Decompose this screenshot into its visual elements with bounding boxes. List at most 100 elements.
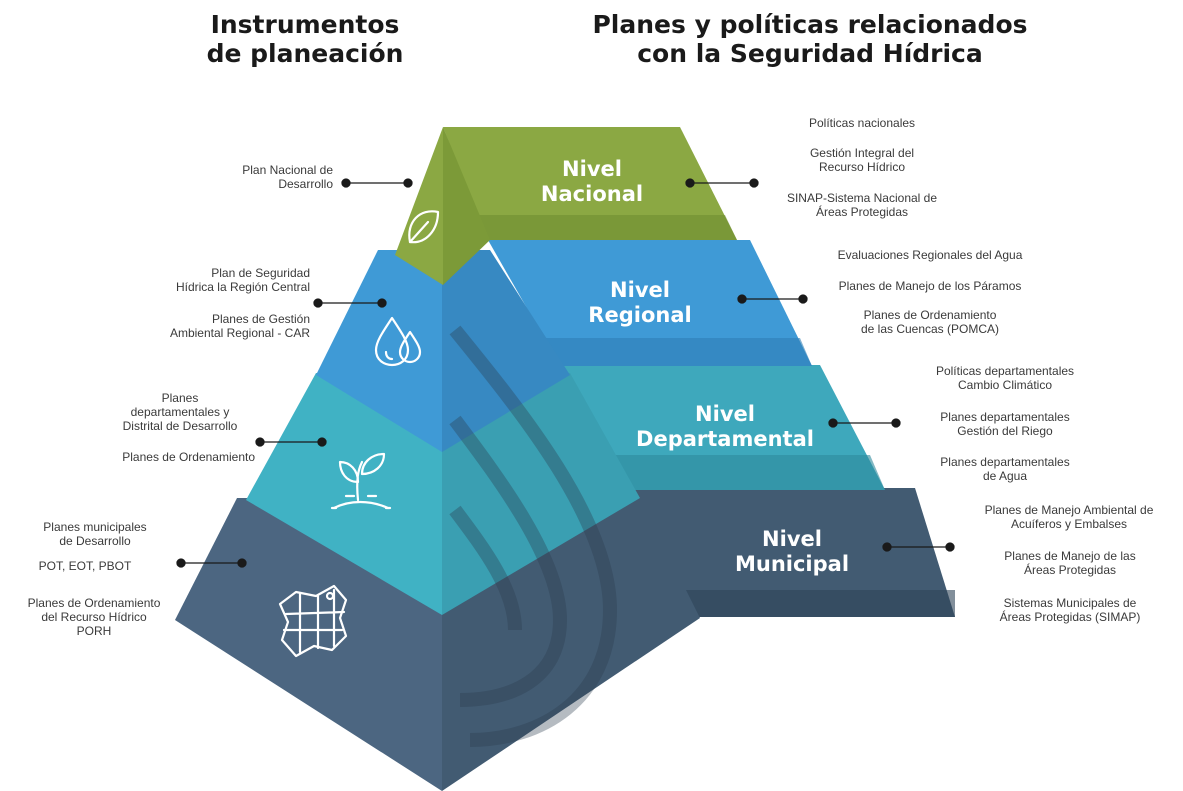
label-line: Plan de Seguridad: [211, 266, 310, 280]
level-name-nacional: Nivel Nacional: [512, 157, 672, 207]
label-line: Planes: [161, 391, 199, 405]
municipal-band-shadow: [628, 590, 955, 617]
left-heading-line: de planeación: [206, 39, 404, 68]
right-item: Planes de Ordenamiento de las Cuencas (P…: [830, 308, 1030, 336]
label-line: Evaluaciones Regionales del Agua: [837, 248, 1023, 262]
level-name-line: Nivel: [695, 402, 755, 426]
departamental-band-shadow: [560, 455, 885, 490]
label-line: Ambiental Regional - CAR: [169, 326, 310, 340]
nacional-right-face: [443, 127, 490, 285]
right-item: Gestión Integral del Recurso Hídrico: [762, 146, 962, 174]
left-heading-line: Instrumentos: [210, 10, 400, 39]
water-drops-icon: [374, 316, 422, 367]
left-item: POT, EOT, PBOT: [10, 559, 160, 573]
right-item: Planes de Manejo Ambiental de Acuíferos …: [955, 503, 1183, 531]
right-item: Planes de Manejo de los Páramos: [815, 279, 1045, 293]
level-name-line: Nacional: [540, 182, 644, 206]
tier-departamental: [246, 365, 885, 615]
municipal-band: [628, 488, 955, 617]
level-name-regional: Nivel Regional: [570, 278, 710, 328]
label-line: Recurso Hídrico: [818, 160, 906, 174]
label-line: Acuíferos y Embalses: [1010, 517, 1128, 531]
label-line: Plan Nacional de: [242, 163, 333, 177]
left-item: Planes de Ordenamiento del Recurso Hídri…: [4, 596, 184, 638]
leaf-icon: [408, 210, 440, 244]
right-item: Planes departamentales de Agua: [905, 455, 1105, 483]
label-line: Gestión del Riego: [957, 424, 1053, 438]
right-item: Políticas nacionales: [762, 116, 962, 130]
level-name-line: Nivel: [762, 527, 822, 551]
right-item: Sistemas Municipales de Áreas Protegidas…: [960, 596, 1180, 624]
level-name-line: Departamental: [636, 427, 814, 451]
label-line: Planes departamentales: [940, 410, 1070, 424]
level-name-line: Nivel: [562, 157, 622, 181]
right-item: Políticas departamentales Cambio Climáti…: [905, 364, 1105, 392]
label-line: Planes de Gestión: [211, 312, 310, 326]
label-line: Hídrica la Región Central: [175, 280, 310, 294]
label-line: SINAP-Sistema Nacional de: [786, 191, 938, 205]
label-line: departamentales y: [130, 405, 230, 419]
left-item: Plan Nacional de Desarrollo: [180, 163, 333, 191]
level-name-line: Regional: [588, 303, 692, 327]
nacional-band: [443, 127, 737, 240]
left-connectors: [176, 178, 413, 568]
right-item: Planes de Manejo de las Áreas Protegidas: [960, 549, 1180, 577]
label-line: Planes de Ordenamiento: [122, 450, 255, 464]
label-line: PORH: [76, 624, 112, 638]
regional-band: [488, 240, 812, 366]
regional-left-face: [316, 250, 442, 452]
sprout-icon: [330, 452, 392, 510]
label-line: Sistemas Municipales de: [1003, 596, 1137, 610]
label-line: Gestión Integral del: [809, 146, 915, 160]
right-heading-line: Planes y políticas relacionados: [592, 10, 1028, 39]
left-item: Plan de Seguridad Hídrica la Región Cent…: [110, 266, 310, 294]
left-item: Planes de Gestión Ambiental Regional - C…: [110, 312, 310, 340]
left-heading: Instrumentos de planeación: [170, 10, 440, 68]
label-line: Distrital de Desarrollo: [122, 419, 238, 433]
departamental-right-face: [442, 373, 640, 615]
label-line: Planes municipales: [43, 520, 147, 534]
label-line: Planes de Ordenamiento: [863, 308, 997, 322]
left-item: Planes de Ordenamiento: [55, 450, 255, 464]
label-line: Planes departamentales: [940, 455, 1070, 469]
right-heading-line: con la Seguridad Hídrica: [637, 39, 983, 68]
level-name-departamental: Nivel Departamental: [615, 402, 835, 452]
label-line: del Recurso Hídrico: [41, 610, 147, 624]
label-line: Planes de Manejo de las: [1004, 549, 1136, 563]
level-name-line: Nivel: [610, 278, 670, 302]
label-line: Áreas Protegidas: [815, 205, 909, 219]
tier-regional: [316, 240, 812, 452]
label-line: Planes de Ordenamiento: [27, 596, 161, 610]
right-connectors: [685, 178, 955, 552]
label-line: Desarrollo: [278, 177, 333, 191]
label-line: Áreas Protegidas: [1023, 563, 1117, 577]
right-item: Planes departamentales Gestión del Riego: [905, 410, 1105, 438]
nacional-band-shadow: [443, 215, 737, 240]
right-item: Evaluaciones Regionales del Agua: [815, 248, 1045, 262]
label-line: Áreas Protegidas (SIMAP): [999, 610, 1141, 624]
level-name-line: Municipal: [734, 552, 850, 576]
label-line: de Desarrollo: [59, 534, 131, 548]
right-item: SINAP-Sistema Nacional de Áreas Protegid…: [752, 191, 972, 219]
regional-right-face: [442, 250, 570, 452]
label-line: de Agua: [982, 469, 1028, 483]
label-line: de las Cuencas (POMCA): [860, 322, 1000, 336]
label-line: Planes de Manejo Ambiental de: [984, 503, 1154, 517]
regional-band-shadow: [488, 338, 812, 366]
level-name-municipal: Nivel Municipal: [712, 527, 872, 577]
departamental-left-face: [246, 373, 442, 615]
tier-nacional: [395, 127, 737, 285]
label-line: POT, EOT, PBOT: [38, 559, 132, 573]
label-line: Cambio Climático: [957, 378, 1053, 392]
municipal-map-icon: [278, 584, 348, 658]
label-line: Planes de Manejo de los Páramos: [838, 279, 1022, 293]
right-heading: Planes y políticas relacionados con la S…: [560, 10, 1060, 68]
label-line: Políticas nacionales: [808, 116, 916, 130]
left-item: Planes departamentales y Distrital de De…: [80, 391, 280, 433]
left-item: Planes municipales de Desarrollo: [10, 520, 180, 548]
water-drop-watermark: [449, 325, 618, 747]
label-line: Políticas departamentales: [935, 364, 1075, 378]
nacional-left-face: [395, 127, 443, 285]
